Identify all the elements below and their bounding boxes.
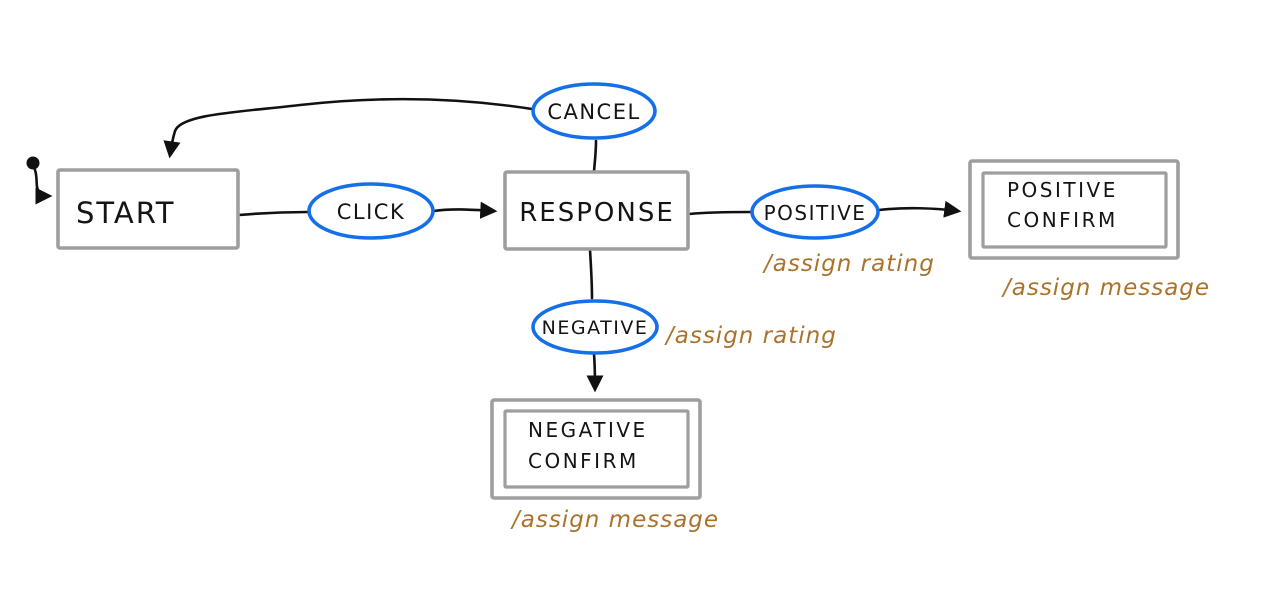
event-click[interactable]: CLICK (307, 182, 435, 240)
edge-response-to-positive[interactable] (687, 210, 753, 216)
state-positive-confirm-inner-box (981, 171, 1168, 249)
annotation-negative-assign-rating[interactable]: /assign rating (664, 323, 837, 349)
event-negative-ellipse (531, 299, 659, 355)
edge-click-to-response[interactable] (432, 201, 498, 219)
state-positive-confirm-outer-box (968, 159, 1180, 260)
initial-state-arrow (33, 168, 53, 205)
state-start[interactable]: START (56, 168, 240, 250)
initial-state-marker[interactable] (26, 156, 53, 205)
state-positive-confirm-label-line2: CONFIRM (1007, 208, 1118, 232)
annotation-positive-confirm-assign-message[interactable]: /assign message (1001, 275, 1210, 301)
state-positive-confirm[interactable]: POSITIVE CONFIRM (968, 159, 1180, 260)
state-negative-confirm[interactable]: NEGATIVE CONFIRM (490, 398, 702, 500)
edge-response-to-negative[interactable] (588, 248, 594, 300)
event-positive-ellipse (750, 184, 880, 240)
annotation-positive-assign-rating[interactable]: /assign rating (762, 251, 935, 277)
event-cancel-label: CANCEL (547, 100, 640, 124)
event-positive[interactable]: POSITIVE (750, 184, 880, 240)
edge-positive-to-positive-confirm[interactable] (877, 200, 962, 218)
state-negative-confirm-label-line2: CONFIRM (528, 449, 639, 473)
state-response-label: RESPONSE (519, 198, 675, 228)
state-response-box (503, 170, 690, 251)
state-positive-confirm-label-line1: POSITIVE (1007, 178, 1118, 202)
state-start-box (56, 168, 240, 250)
annotation-negative-confirm-assign-message[interactable]: /assign message (510, 507, 719, 533)
event-click-ellipse (307, 182, 435, 240)
edge-start-to-click[interactable] (237, 210, 310, 217)
state-negative-confirm-inner-box (503, 409, 690, 489)
event-negative[interactable]: NEGATIVE (531, 299, 659, 355)
initial-state-dot (26, 156, 40, 170)
event-cancel[interactable]: CANCEL (531, 82, 657, 140)
edge-response-to-cancel[interactable] (592, 139, 598, 173)
event-click-label: CLICK (337, 200, 406, 224)
event-negative-label: NEGATIVE (542, 317, 649, 339)
state-response[interactable]: RESPONSE (503, 170, 690, 251)
edge-negative-to-negative-confirm[interactable] (586, 352, 604, 393)
event-positive-label: POSITIVE (764, 201, 867, 225)
event-cancel-ellipse (531, 82, 657, 140)
edge-cancel-to-start[interactable] (163, 97, 534, 159)
state-negative-confirm-label-line1: NEGATIVE (528, 418, 648, 442)
state-start-label: START (76, 196, 175, 230)
state-negative-confirm-outer-box (490, 398, 702, 500)
